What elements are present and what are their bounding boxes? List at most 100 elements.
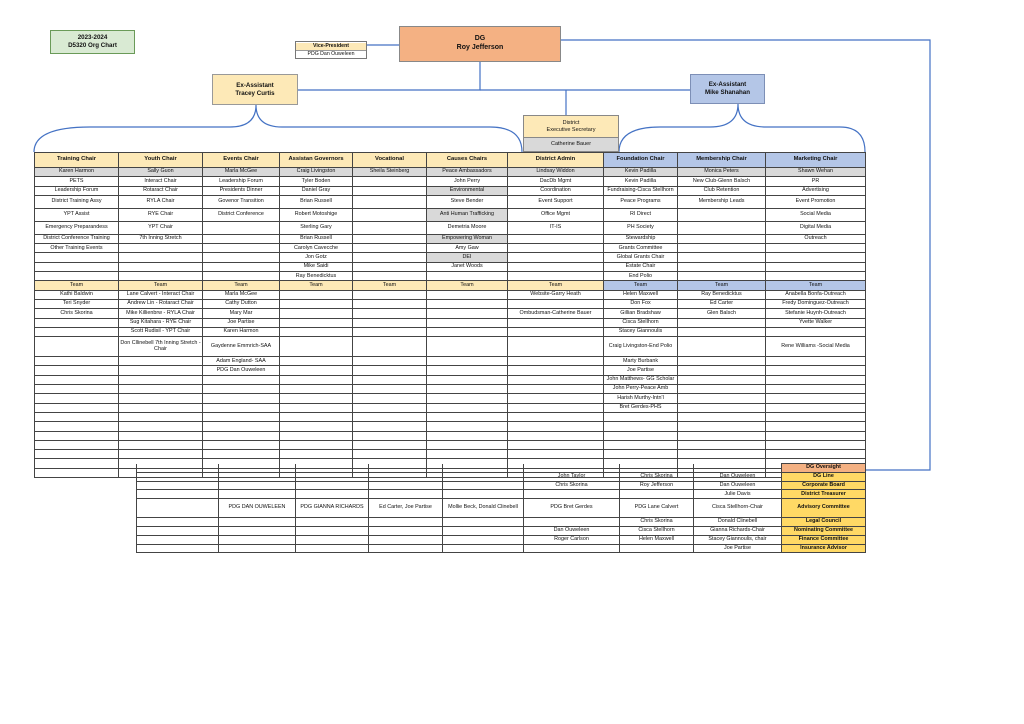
- team-member: Joe Partise: [603, 365, 678, 376]
- empty-cell: [279, 374, 353, 386]
- role-cell: Environmental: [426, 185, 508, 196]
- empty-cell: [603, 430, 678, 441]
- committee-label: Advisory Committee: [781, 498, 866, 519]
- committee-member: Julie Davis: [693, 489, 782, 500]
- empty-cell: [202, 421, 280, 432]
- role-cell: New Club-Glenn Balsch: [677, 176, 766, 187]
- role-cell: Tyler Boden: [279, 176, 353, 187]
- empty-cell: [368, 489, 443, 500]
- committee-member: Dan Ouweleen: [523, 525, 620, 536]
- team-member: Stacey Giannoulis: [603, 326, 678, 338]
- committee-member: Chris Skorina: [523, 480, 620, 491]
- empty-cell: [765, 271, 866, 282]
- role-cell: Empowering Woman: [426, 233, 508, 245]
- empty-cell: [136, 489, 219, 500]
- team-member: Joe Partise: [202, 317, 280, 328]
- empty-cell: [523, 517, 620, 527]
- empty-cell: [202, 233, 280, 245]
- empty-cell: [368, 543, 443, 554]
- empty-cell: [218, 517, 296, 527]
- empty-cell: [677, 356, 766, 367]
- role-cell: Outreach: [765, 233, 866, 245]
- empty-cell: [765, 384, 866, 395]
- team-member: Website-Garry Heath: [507, 289, 604, 300]
- empty-cell: [34, 317, 119, 328]
- empty-cell: [426, 430, 508, 441]
- empty-cell: [507, 393, 604, 404]
- district-governor-box: DG Roy Jefferson: [399, 26, 561, 62]
- empty-cell: [136, 463, 219, 473]
- empty-cell: [279, 430, 353, 441]
- role-cell: PH Society: [603, 220, 678, 235]
- empty-cell: [279, 317, 353, 328]
- committee-member: Mollie Beck, Donald Clinebell: [442, 498, 524, 519]
- role-cell: Kevin Padilla: [603, 176, 678, 187]
- chair-name: Marla McGee: [202, 166, 280, 178]
- empty-cell: [118, 243, 203, 254]
- empty-cell: [352, 439, 427, 451]
- empty-cell: [619, 543, 694, 554]
- empty-cell: [34, 402, 119, 413]
- column-header: Membership Chair: [677, 152, 766, 168]
- empty-cell: [442, 517, 524, 527]
- empty-cell: [677, 336, 766, 358]
- team-label: Team: [426, 280, 508, 291]
- empty-cell: [34, 365, 119, 376]
- role-cell: Daniel Gray: [279, 185, 353, 196]
- empty-cell: [426, 289, 508, 300]
- executive-secretary-box: District Executive Secretary Catherine B…: [523, 115, 619, 152]
- empty-cell: [677, 243, 766, 254]
- role-cell: Grants Committee: [603, 243, 678, 254]
- empty-cell: [202, 449, 280, 460]
- role-cell: District Conference: [202, 207, 280, 222]
- empty-cell: [352, 261, 427, 273]
- empty-cell: [118, 439, 203, 451]
- committee-member: Ed Carter, Joe Partise: [368, 498, 443, 519]
- empty-cell: [136, 498, 219, 519]
- empty-cell: [352, 356, 427, 367]
- empty-cell: [442, 489, 524, 500]
- empty-cell: [677, 439, 766, 451]
- empty-cell: [352, 336, 427, 358]
- empty-cell: [34, 458, 119, 469]
- team-member: Anabella Bonfa-Outreach: [765, 289, 866, 300]
- empty-cell: [765, 374, 866, 386]
- role-cell: Estate Chair: [603, 261, 678, 273]
- empty-cell: [677, 220, 766, 235]
- chart-title: D5320 Org Chart: [68, 42, 117, 49]
- empty-cell: [295, 517, 369, 527]
- team-member: Fredy Dominguez-Outreach: [765, 298, 866, 310]
- role-cell: Other Training Events: [34, 243, 119, 254]
- committee-label: DG Line: [781, 471, 866, 482]
- column-header: Foundation Chair: [603, 152, 678, 168]
- empty-cell: [34, 336, 119, 358]
- empty-cell: [136, 543, 219, 554]
- team-member: Lane Calvert - Interact Chair: [118, 289, 203, 300]
- team-member: PDG Dan Ouweleen: [202, 365, 280, 376]
- empty-cell: [507, 271, 604, 282]
- team-member: Don Cllinebell 7th Inning Stretch - Chai…: [118, 336, 203, 358]
- empty-cell: [352, 252, 427, 263]
- chair-name: Karen Harmon: [34, 166, 119, 178]
- empty-cell: [136, 480, 219, 491]
- empty-cell: [426, 271, 508, 282]
- role-cell: Carolyn Cavecche: [279, 243, 353, 254]
- empty-cell: [34, 430, 119, 441]
- empty-cell: [218, 463, 296, 473]
- role-cell: Steve Bender: [426, 194, 508, 209]
- empty-cell: [603, 449, 678, 460]
- des-name: Catherine Bauer: [524, 138, 618, 151]
- team-member-row: Harish Murthy-Intn'l: [34, 393, 866, 404]
- team-label: Team: [677, 280, 766, 291]
- role-cell: PETS: [34, 176, 119, 187]
- des-title: District Executive Secretary: [524, 116, 618, 139]
- column-header: Youth Chair: [118, 152, 203, 168]
- empty-cell: [677, 430, 766, 441]
- empty-cell: [118, 411, 203, 423]
